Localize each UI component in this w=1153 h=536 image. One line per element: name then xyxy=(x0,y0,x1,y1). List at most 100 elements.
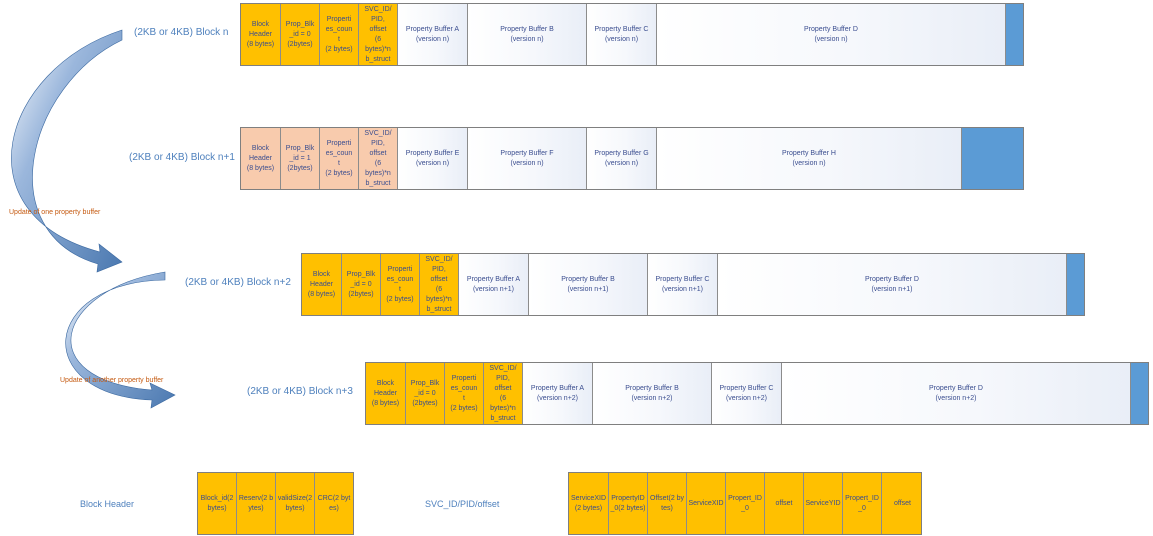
cell-line: ID xyxy=(716,499,724,507)
cell-line: bytes)*n xyxy=(490,404,516,412)
cell-line: Block xyxy=(312,270,331,278)
property-buffer-cell: Property Buffer H(version n) xyxy=(657,128,962,189)
cell-text: Block_id(2 bytes) xyxy=(199,494,235,514)
cell-line: (version n) xyxy=(510,159,544,167)
property-buffer-cell: Property Buffer D (version n+2) xyxy=(782,363,1131,424)
cell-line: Property Buffer B xyxy=(500,25,554,33)
cell-line: Property Buffer E xyxy=(405,149,460,157)
cell-text: Property Buffer B(version n) xyxy=(500,25,554,45)
cell-line: ServiceX xyxy=(570,494,599,502)
prop-blk-id-cell: Prop_Blk_id = 0(2bytes) xyxy=(342,254,381,315)
cell-line: offset xyxy=(494,384,512,392)
cell-line: (2 bytes) xyxy=(325,45,353,53)
cell-line: offset xyxy=(369,25,387,33)
cell-line: SVC_ID/ xyxy=(489,364,517,372)
cell-line: (version n) xyxy=(415,35,450,43)
cell-line: Block xyxy=(251,20,270,28)
cell-line: (6 xyxy=(374,35,382,43)
cell-line: (version n+2) xyxy=(935,394,977,402)
cell-line: (2bytes) xyxy=(412,399,438,407)
property-buffer-cell: Property Buffer E(version n) xyxy=(398,128,468,189)
legend-cell: Propert_ID_0 xyxy=(843,473,882,534)
cell-text: Property Buffer B(version n+1) xyxy=(561,275,615,295)
cell-line: PID, xyxy=(496,374,510,382)
cell-line: (version n) xyxy=(604,35,639,43)
annotation-update-another: Update of another property buffer xyxy=(60,377,164,384)
cell-line: SVC_ID/ xyxy=(364,5,392,13)
legend-label-svc: SVC_ID/PID/offset xyxy=(425,499,500,509)
legend-cell: ServiceXID xyxy=(687,473,726,534)
cell-line: t xyxy=(463,394,465,402)
cell-text: Prop_Blk_id = 0(2bytes) xyxy=(411,379,439,409)
cell-line: offset xyxy=(894,499,911,507)
cell-line: Property Buffer C xyxy=(719,384,774,392)
cell-line: Property Buffer F xyxy=(500,149,554,157)
cell-line: PID, xyxy=(371,15,385,23)
cell-text: PropertyID_0(2 bytes) xyxy=(610,494,646,514)
cell-line: (2 bytes) xyxy=(661,494,685,512)
cell-line: (version n+2) xyxy=(725,394,768,402)
cell-text: offset xyxy=(894,499,911,509)
cell-text: Property Buffer C (version n) xyxy=(595,25,649,45)
cell-line: CRC xyxy=(317,494,333,502)
cell-line: (6 xyxy=(374,159,382,167)
cell-line: (2 bytes) xyxy=(325,169,353,177)
cell-line: Properti xyxy=(326,15,352,23)
cell-line: b_struct xyxy=(490,414,516,422)
cell-line: Property xyxy=(611,494,638,502)
cell-line: Property Buffer G xyxy=(594,149,649,157)
cell-line: (version n) xyxy=(604,159,639,167)
property-buffer-cell: Property Buffer C (version n+2) xyxy=(712,363,782,424)
cell-line: Property Buffer H xyxy=(782,149,836,157)
cell-line: Prop_Blk xyxy=(285,144,315,152)
property-buffer-cell: Property Buffer A(version n) xyxy=(398,4,468,65)
cell-text: ServiceXID xyxy=(688,499,723,509)
cell-text: CRC(2 bytes) xyxy=(316,494,352,514)
cell-line: Header xyxy=(310,280,333,288)
cell-line: (version n) xyxy=(814,35,848,43)
cell-line: (version n+2) xyxy=(631,394,673,402)
cell-line: Property Buffer A xyxy=(466,275,521,283)
legend-label-block-header: Block Header xyxy=(80,499,135,509)
cell-line: Propert_ xyxy=(728,494,755,502)
cell-line: Propert_ xyxy=(845,494,872,502)
cell-text: Property Buffer B(version n+2) xyxy=(625,384,679,404)
property-buffer-cell: Property Buffer C (version n) xyxy=(587,4,657,65)
cell-line: Property Buffer C xyxy=(655,275,710,283)
cell-line: ID_0 xyxy=(610,494,645,512)
cell-line: Property Buffer D xyxy=(929,384,983,392)
cell-line: bytes)*n xyxy=(365,45,391,53)
cell-line: Property Buffer D xyxy=(865,275,919,283)
cell-text: Reserv(2 bytes) xyxy=(238,494,274,514)
legend-cell: offset xyxy=(765,473,804,534)
cell-line: PID, xyxy=(432,265,446,273)
cell-text: offset xyxy=(776,499,793,509)
cell-line: offset xyxy=(430,275,448,283)
cell-line: Property Buffer C xyxy=(594,25,649,33)
legend-cell: offset xyxy=(882,473,921,534)
cell-line: (version n+1) xyxy=(472,285,515,293)
cell-line: (2 bytes) xyxy=(329,494,351,512)
cell-line: ID xyxy=(833,499,841,507)
cell-line: (version n+1) xyxy=(661,285,704,293)
cell-line: Properti xyxy=(326,139,352,147)
cell-line: SVC_ID/ xyxy=(364,129,392,137)
cell-line: (8 bytes) xyxy=(371,399,400,407)
cell-line: es_coun xyxy=(325,25,353,33)
cell-text: Propert_ID_0 xyxy=(844,494,880,514)
legend-cell: PropertyID_0(2 bytes) xyxy=(609,473,648,534)
